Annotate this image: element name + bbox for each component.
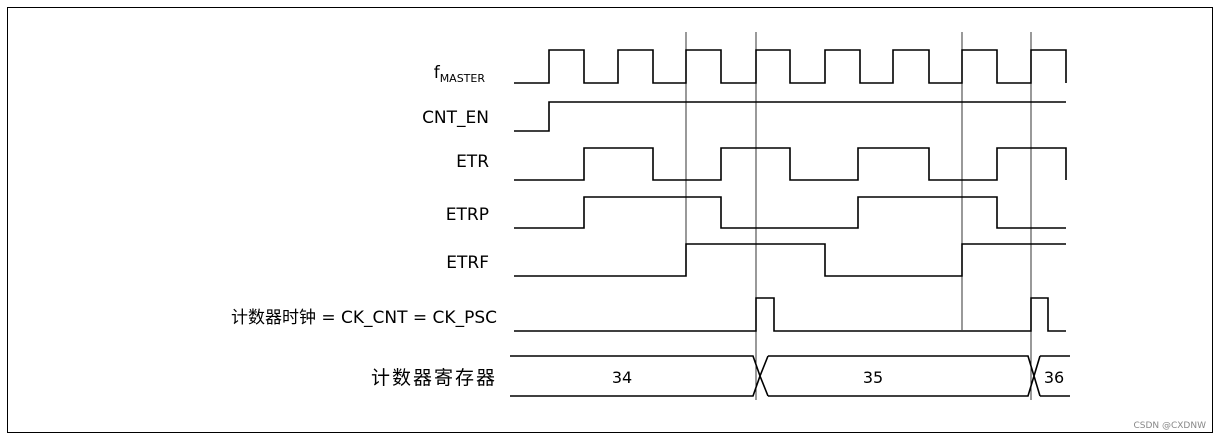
register-value-35: 35 xyxy=(863,368,883,387)
label-cnt-en: CNT_EN xyxy=(422,108,489,128)
wave-cnt-en xyxy=(514,101,1066,132)
wave-etrf xyxy=(514,243,1066,277)
label-counter-clock: 计数器时钟 = CK_CNT = CK_PSC xyxy=(231,308,497,328)
label-etrf: ETRF xyxy=(446,253,489,273)
label-etrp: ETRP xyxy=(446,205,489,225)
bus-counter-register xyxy=(510,355,1070,397)
register-value-36: 36 xyxy=(1044,368,1064,387)
label-fmaster: fMASTER xyxy=(434,63,486,85)
label-etr: ETR xyxy=(456,152,489,172)
wave-etr xyxy=(514,147,1067,181)
register-value-34: 34 xyxy=(612,368,632,387)
watermark: CSDN @CXDNW xyxy=(1133,421,1206,431)
label-counter-register: 计数器寄存器 xyxy=(371,367,497,389)
diagram-frame xyxy=(7,7,1213,433)
wave-etrp xyxy=(514,196,1066,229)
wave-counter-clock xyxy=(514,297,1066,332)
wave-fmaster xyxy=(514,49,1067,84)
